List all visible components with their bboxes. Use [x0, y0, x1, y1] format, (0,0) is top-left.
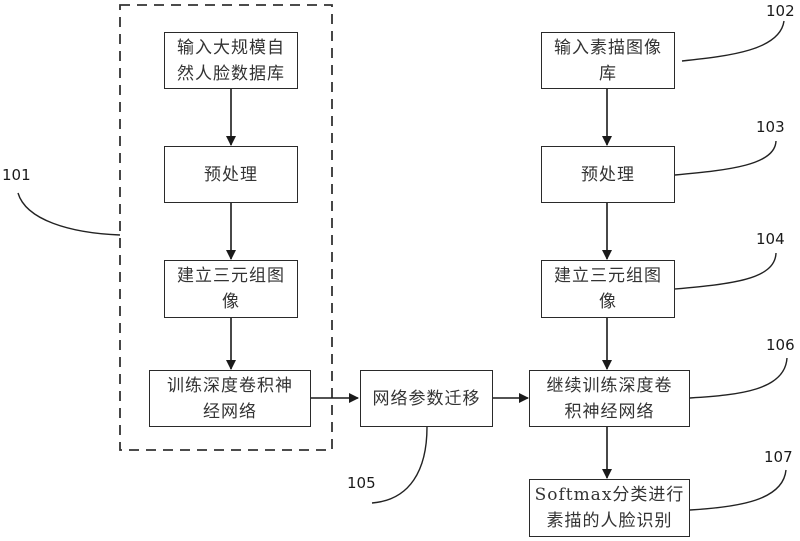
step-preprocess-right: 预处理: [541, 146, 675, 203]
step-text: 预处理: [581, 164, 635, 185]
step-preprocess-left: 预处理: [164, 146, 298, 203]
ref-label-103: 103: [756, 118, 785, 136]
ref-label-107: 107: [764, 448, 793, 466]
leader-105: [371, 426, 428, 504]
step-text-line: 素描的人脸识别: [546, 511, 673, 531]
ref-label-101: 101: [2, 166, 31, 184]
step-network-parameter-transfer: 网络参数迁移: [360, 370, 493, 427]
step-text-line: 库: [599, 63, 617, 84]
step-input-natural-face-db: 输入大规模自 然人脸数据库: [164, 32, 298, 89]
step-text: 网络参数迁移: [372, 388, 481, 409]
step-text-line: 经网络: [203, 401, 257, 422]
group-101-dashed-border: [119, 4, 333, 451]
step-text-line: 然人脸数据库: [177, 63, 285, 84]
step-softmax-recognition: Softmax分类进行 素描的人脸识别: [529, 479, 690, 537]
step-build-triplet-right: 建立三元组图 像: [541, 260, 675, 318]
step-text: 预处理: [204, 164, 258, 185]
step-text-line: 像: [599, 292, 617, 312]
step-text-line: 输入大规模自: [177, 37, 285, 58]
step-text-line: 训练深度卷积神: [167, 375, 293, 396]
step-text-line: 继续训练深度卷: [546, 375, 673, 396]
leader-104: [674, 252, 777, 290]
step-input-sketch-db: 输入素描图像 库: [541, 32, 675, 89]
leader-107: [689, 469, 787, 511]
step-text-line: 像: [222, 292, 240, 312]
leader-103: [674, 140, 777, 176]
step-text-line: 输入素描图像: [554, 37, 662, 58]
leader-102: [681, 20, 785, 62]
ref-label-104: 104: [756, 230, 785, 248]
step-text-line: Softmax分类进行: [534, 485, 685, 505]
step-continue-train: 继续训练深度卷 积神经网络: [529, 370, 690, 427]
leader-101: [17, 192, 121, 236]
ref-label-106: 106: [766, 336, 795, 354]
step-text-line: 积神经网络: [564, 401, 655, 422]
step-text-line: 建立三元组图: [177, 266, 285, 286]
ref-label-105: 105: [347, 474, 376, 492]
leader-106: [689, 357, 788, 399]
step-text-line: 建立三元组图: [554, 266, 662, 286]
ref-label-102: 102: [766, 2, 795, 20]
step-build-triplet-left: 建立三元组图 像: [164, 260, 298, 318]
step-train-dcnn: 训练深度卷积神 经网络: [149, 370, 311, 427]
